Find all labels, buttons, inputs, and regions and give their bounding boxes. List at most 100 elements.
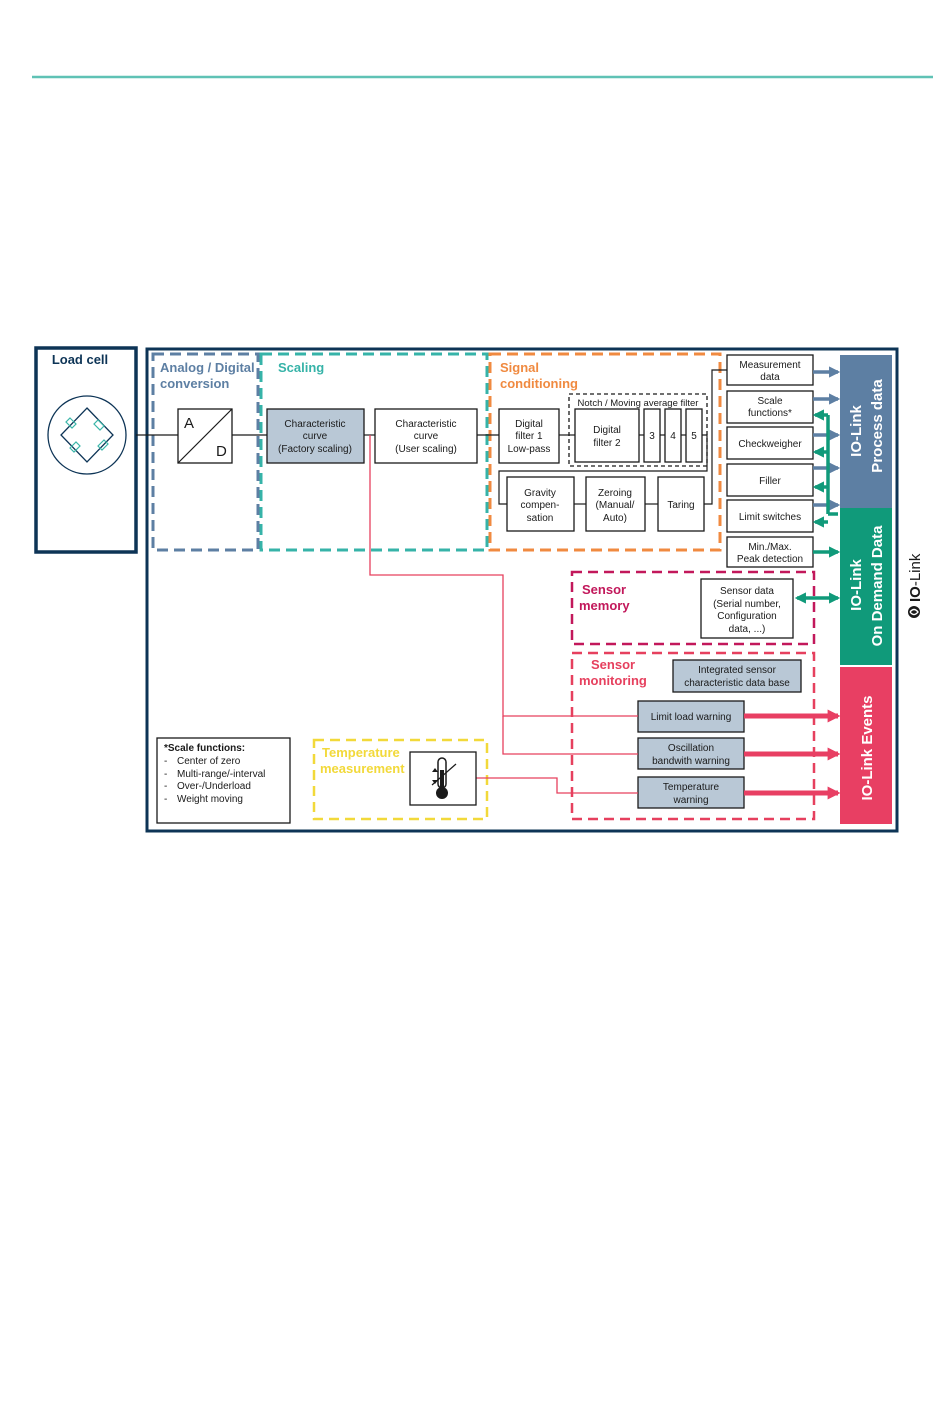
io-link-logo-text: IO-Link (907, 553, 924, 602)
block-char-factory: Characteristic curve (Factory scaling) (266, 408, 365, 464)
signal-section-frame (488, 352, 722, 552)
ad-converter-a: A (184, 415, 194, 432)
block-limit-load-l1: Limit load warning (651, 712, 732, 723)
block-taring: Taring (657, 476, 705, 532)
block-taring-l1: Taring (667, 500, 694, 511)
sensor-memory-title-2: memory (579, 598, 630, 613)
sensor-memory-title-1: Sensor (582, 582, 626, 597)
process-data-arrows (813, 366, 841, 511)
legend-item-3: Over-/Underload (177, 781, 251, 792)
block-digital-filter-1: Digital filter 1 Low-pass (498, 408, 560, 464)
block-integrated-db-l1: Integrated sensor (698, 665, 776, 676)
block-temperature-warning: Temperature warning (637, 776, 745, 809)
io-link-logo: IO-Link (907, 553, 924, 618)
scaling-section-frame (259, 352, 489, 552)
events-label: IO-Link Events (859, 695, 876, 800)
output-limit-switches-l1: Limit switches (739, 512, 801, 523)
io-link-logo-rest: -Link (907, 553, 924, 586)
temperature-title-2: measurement (320, 761, 405, 776)
scaling-title: Scaling (278, 360, 324, 375)
legend-item-4: Weight moving (177, 794, 243, 805)
events-panel (840, 667, 892, 824)
output-filler: Filler (726, 463, 814, 497)
block-df1-l1: Digital (515, 419, 543, 430)
block-df2-l2: filter 2 (593, 438, 621, 449)
block-oscillation-l2: bandwith warning (652, 756, 730, 767)
process-data-label-2: Process data (869, 379, 886, 473)
block-char-factory-l2: curve (303, 431, 328, 442)
block-sensor-data-l4: data, ...) (729, 624, 766, 635)
block-digital-filter-2: Digital filter 2 (574, 408, 640, 463)
load-cell-title: Load cell (52, 352, 108, 367)
block-filter-3: 3 (643, 408, 661, 463)
output-filler-l1: Filler (759, 476, 781, 487)
output-scale-functions: Scale functions* (726, 390, 814, 424)
output-scale-l1: Scale (757, 396, 782, 407)
block-zeroing-l2: (Manual/ (596, 500, 635, 511)
load-cell-group: Load cell (34, 346, 138, 554)
on-demand-label-2: On Demand Data (869, 525, 886, 647)
block-char-factory-l3: (Factory scaling) (278, 444, 352, 455)
thermometer-icon (409, 751, 477, 806)
notch-filter-title: Notch / Moving average filter (578, 398, 699, 409)
signal-wires (136, 369, 727, 505)
on-demand-data-panel (840, 508, 892, 665)
legend-dash-4: - (164, 794, 167, 805)
block-df1-l2: filter 1 (515, 431, 543, 442)
sensor-memory-section-frame (570, 570, 816, 646)
block-char-factory-l1: Characteristic (284, 419, 345, 430)
block-zeroing-l3: Auto) (603, 513, 627, 524)
sensor-monitoring-title-2: monitoring (579, 673, 647, 688)
block-sensor-data-l2: (Serial number, (713, 599, 781, 610)
output-measurement-l2: data (760, 372, 780, 383)
block-filter-5-label: 5 (691, 431, 697, 442)
block-integrated-db-l2: characteristic data base (684, 678, 790, 689)
block-oscillation-l1: Oscillation (668, 743, 714, 754)
on-demand-label-1: IO-Link (848, 559, 865, 611)
legend-dash-3: - (164, 781, 167, 792)
output-peak-l2: Peak detection (737, 554, 803, 565)
block-char-user-l2: curve (414, 431, 439, 442)
output-limit-switches: Limit switches (726, 499, 814, 533)
wheatstone-bridge-icon (47, 395, 127, 475)
block-filter-5: 5 (685, 408, 703, 463)
block-filter-3-label: 3 (649, 431, 655, 442)
output-checkweigher: Checkweigher (726, 426, 814, 460)
legend-dash-2: - (164, 769, 167, 780)
io-link-panels: IO-Link Process data IO-Link On Demand D… (840, 355, 892, 824)
legend-dash-1: - (164, 756, 167, 767)
legend-item-1: Center of zero (177, 756, 241, 767)
block-gravity-l1: Gravity (524, 488, 556, 499)
block-df2-l1: Digital (593, 425, 621, 436)
event-arrows (744, 709, 841, 800)
signal-title-2: conditioning (500, 376, 578, 391)
output-peak-detection: Min./Max. Peak detection (726, 536, 814, 568)
block-sensor-data: Sensor data (Serial number, Configuratio… (700, 578, 794, 639)
legend-item-2: Multi-range/-interval (177, 769, 265, 780)
block-filter-4-label: 4 (670, 431, 676, 442)
temperature-section-frame (312, 738, 489, 821)
sensor-monitoring-section-frame (570, 651, 816, 821)
block-char-user: Characteristic curve (User scaling) (374, 408, 478, 464)
block-gravity-l3: sation (527, 513, 554, 524)
output-measurement-l1: Measurement (739, 360, 800, 371)
block-gravity-l2: compen- (521, 500, 560, 511)
block-char-user-l3: (User scaling) (395, 444, 457, 455)
block-filter-4: 4 (664, 408, 682, 463)
block-temp-warning-l1: Temperature (663, 782, 720, 793)
scale-functions-legend: *Scale functions: - Center of zero - Mul… (156, 737, 291, 824)
block-limit-load: Limit load warning (637, 700, 745, 733)
ad-converter-d: D (216, 443, 227, 460)
process-data-label-1: IO-Link (848, 405, 865, 457)
block-gravity: Gravity compen- sation (506, 476, 575, 532)
io-link-logo-bold: IO (907, 586, 924, 602)
temperature-title-1: Temperature (322, 745, 400, 760)
block-sensor-data-l3: Configuration (717, 611, 776, 622)
signal-title-1: Signal (500, 360, 539, 375)
io-link-logo-icon (908, 606, 920, 618)
ad-title-1: Analog / Digital (160, 360, 255, 375)
block-zeroing: Zeroing (Manual/ Auto) (585, 476, 646, 532)
process-data-panel (840, 355, 892, 508)
ad-section-frame (151, 352, 260, 552)
